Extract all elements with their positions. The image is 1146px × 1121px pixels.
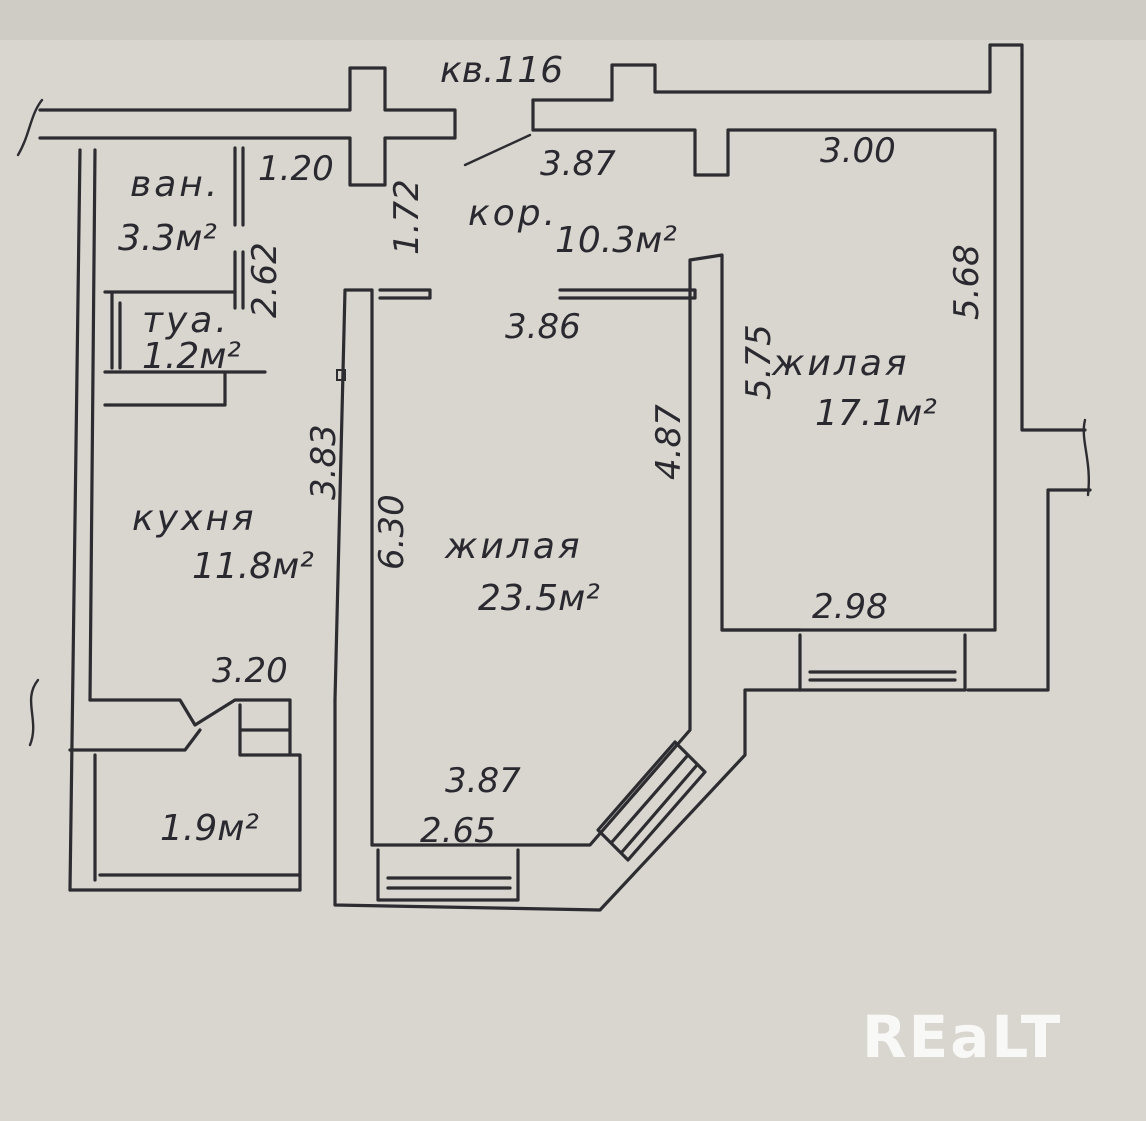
corridor-stub-left xyxy=(378,288,432,300)
dim-bath-width: 1.20 xyxy=(258,149,334,189)
dim-corridor-height: 1.72 xyxy=(387,179,427,255)
wall-right xyxy=(966,53,1092,692)
kitchen-area: 11.8м² xyxy=(192,546,314,587)
living-big-name: жилая xyxy=(444,526,583,567)
dim-corridor-top: 3.87 xyxy=(540,144,616,184)
wall-break-left-top xyxy=(16,98,44,157)
bathroom-area: 3.3м² xyxy=(118,218,217,259)
kitchen-right-wall xyxy=(333,288,374,847)
corridor-area: 10.3м² xyxy=(555,220,677,261)
dim-kitchen-height: 3.83 xyxy=(304,424,344,500)
toilet-name: туа. xyxy=(142,300,230,341)
wall-top-right xyxy=(531,43,1024,102)
dim-living-left: 6.30 xyxy=(372,494,412,570)
corridor-stub-right xyxy=(558,288,697,300)
dim-kitchen-bottom: 3.20 xyxy=(212,651,288,691)
bathroom-name: ван. xyxy=(130,164,220,205)
dim-bath-height: 2.62 xyxy=(245,242,285,318)
corridor-name: кор. xyxy=(468,193,558,234)
toilet-area: 1.2м² xyxy=(142,336,241,377)
bay-window xyxy=(596,740,707,862)
living-big-area: 23.5м² xyxy=(478,578,600,619)
toilet-walls xyxy=(103,290,267,407)
apartment-number: кв.116 xyxy=(440,50,563,91)
dim-room-bottom: 2.98 xyxy=(812,587,888,627)
wall-top-left xyxy=(38,66,457,187)
balcony-area: 1.9м² xyxy=(160,808,259,849)
living-big-outer xyxy=(333,688,802,912)
watermark-logo: REaLT xyxy=(862,1003,1062,1071)
dim-corridor-bottom: 3.86 xyxy=(505,307,581,347)
kitchen-vent xyxy=(336,369,346,381)
wall-break-left-bottom xyxy=(28,678,40,747)
living-small-name: жилая xyxy=(771,343,910,384)
wall-top-right-inner xyxy=(531,98,997,177)
dim-room-left: 5.75 xyxy=(739,324,779,400)
dim-living-bottom-top: 3.87 xyxy=(445,761,521,801)
bath-partition xyxy=(233,146,245,310)
dim-living-right: 4.87 xyxy=(649,404,689,480)
wall-break-right xyxy=(1082,418,1090,497)
paper-shadow-top xyxy=(0,0,1146,40)
window-bottom-living xyxy=(376,848,520,902)
wall-left xyxy=(68,148,97,892)
kitchen-bottom-wall xyxy=(68,698,302,892)
living-small-area: 17.1м² xyxy=(815,393,937,434)
dim-room-right: 5.68 xyxy=(947,244,987,320)
corridor-door-swing xyxy=(463,133,532,167)
kitchen-name: кухня xyxy=(132,498,257,539)
window-right xyxy=(798,633,967,692)
dim-living-bottom: 2.65 xyxy=(420,811,496,851)
dim-room-top: 3.00 xyxy=(820,131,896,171)
balcony-walls xyxy=(68,753,302,892)
